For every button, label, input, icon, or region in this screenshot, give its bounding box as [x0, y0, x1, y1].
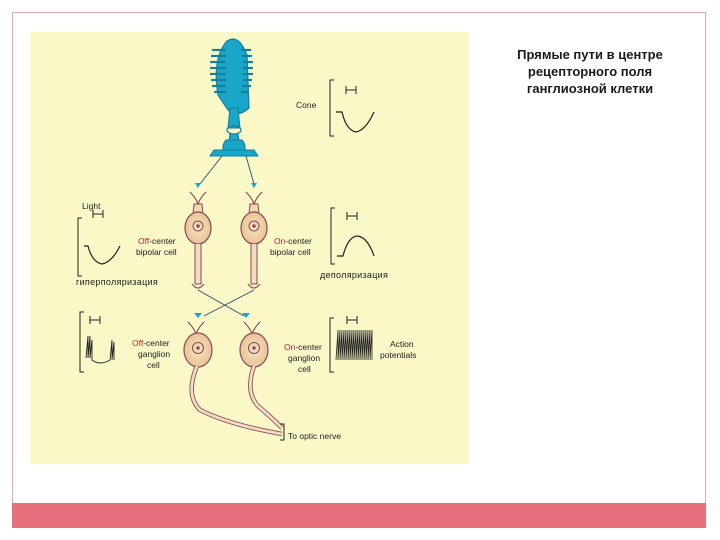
- on-bipolar-rest: -center: [285, 236, 312, 246]
- off-ganglion-rest: -center: [143, 338, 170, 348]
- ganglion-axons: [189, 365, 284, 437]
- off-bipolar-label: Off-center: [138, 236, 176, 246]
- off-bipolar-trace: [77, 217, 121, 277]
- on-center-ganglion-cell: [239, 321, 269, 368]
- ganglion-terminal-right: [242, 313, 250, 318]
- on-ganglion-prefix: On: [284, 342, 296, 352]
- on-center-bipolar-cell: [240, 191, 268, 289]
- off-ganglion-prefix: Off: [132, 338, 144, 348]
- on-bipolar-label-line2: bipolar cell: [270, 247, 311, 257]
- light-label: Light: [82, 201, 101, 211]
- optic-nerve-label: To optic nerve: [288, 431, 341, 441]
- optic-nerve-bracket: [280, 423, 285, 441]
- on-ganglion-label-line3: cell: [298, 364, 311, 374]
- on-bipolar-label: On-center: [274, 236, 312, 246]
- synapse-terminal-right: [251, 183, 257, 188]
- on-ganglion-trace: [329, 316, 373, 373]
- on-bipolar-trace: [330, 207, 375, 265]
- slide-title: Прямые пути в центре рецепторного поля г…: [517, 47, 663, 96]
- off-ganglion-label: Off-center: [132, 338, 170, 348]
- synapse-terminal-left: [195, 183, 201, 188]
- hyperpolarization-label: гиперполяризация: [76, 277, 158, 287]
- cone-photoreceptor: [209, 38, 259, 157]
- off-ganglion-label-line2: ganglion: [138, 349, 170, 359]
- off-ganglion-label-line3: cell: [147, 360, 160, 370]
- on-ganglion-label-line2: ganglion: [288, 353, 320, 363]
- bipolar-to-ganglion-synapses: [197, 289, 255, 317]
- cone-label: Cone: [296, 100, 317, 110]
- off-bipolar-rest: -center: [149, 236, 176, 246]
- off-ganglion-trace: [79, 311, 115, 373]
- action-potentials-label-line2: potentials: [380, 350, 416, 360]
- cone-response-trace: [329, 79, 375, 137]
- on-ganglion-label: On-center: [284, 342, 322, 352]
- depolarization-label: деполяризация: [320, 270, 388, 280]
- light-stimulus-mark: [92, 210, 104, 218]
- cone-to-bipolar-synapses: [199, 155, 255, 185]
- off-bipolar-label-line2: bipolar cell: [136, 247, 177, 257]
- on-bipolar-prefix: On: [274, 236, 286, 246]
- on-ganglion-rest: -center: [295, 342, 322, 352]
- off-center-ganglion-cell: [183, 321, 213, 368]
- off-center-bipolar-cell: [184, 191, 212, 289]
- action-potentials-label-line1: Action: [390, 339, 414, 349]
- footer-bar: [12, 503, 706, 528]
- off-bipolar-prefix: Off: [138, 236, 150, 246]
- ganglion-terminal-left: [194, 313, 202, 318]
